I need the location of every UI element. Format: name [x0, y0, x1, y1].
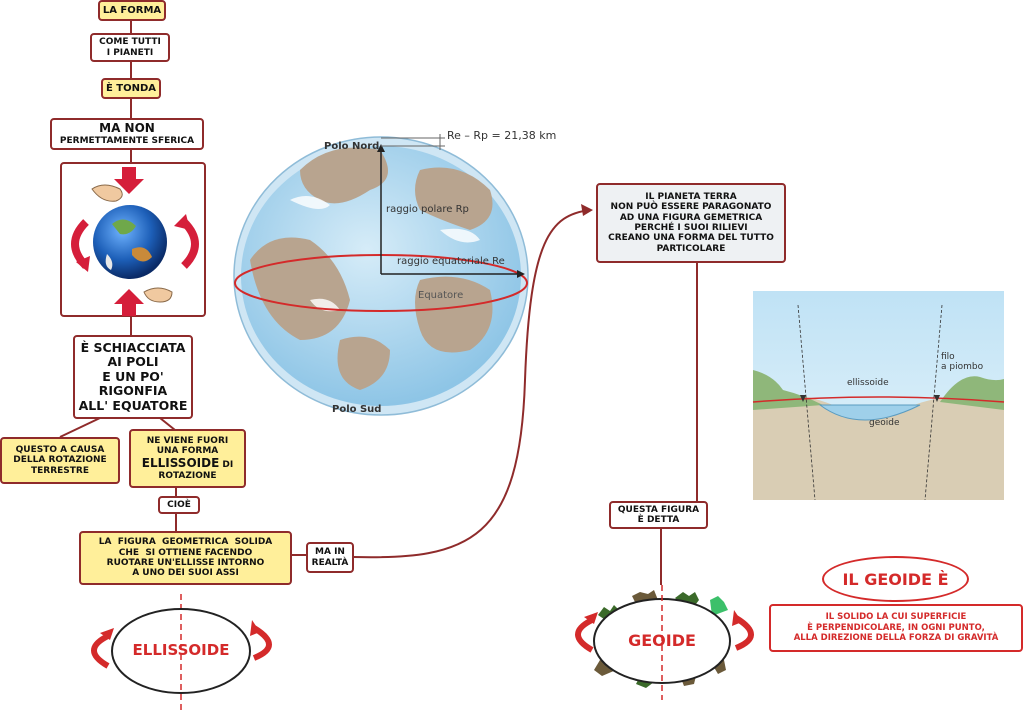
cioe-box: CIOÈ — [158, 496, 200, 514]
come-tutti-text: COME TUTTI I PIANETI — [99, 37, 161, 58]
schiacciata-box: È SCHIACCIATA AI POLI E UN PO' RIGONFIA … — [73, 335, 193, 419]
solido-box: IL SOLIDO LA CUI SUPERFICIE È PERPENDICO… — [769, 604, 1023, 652]
come-tutti-box: COME TUTTI I PIANETI — [90, 33, 170, 62]
globe-land — [300, 147, 388, 204]
polo-nord-label: Polo Nord — [324, 141, 380, 152]
ma-non-box: MA NON PERMETTAMENTE SFERICA — [50, 118, 204, 150]
ne-viene-rotazione: ROTAZIONE — [158, 470, 217, 481]
la-forma-box: LA FORMA — [98, 0, 166, 21]
questa-figura-text: QUESTA FIGURA È DETTA — [617, 504, 700, 525]
ne-viene-di: DI — [219, 459, 234, 470]
la-forma-text: LA FORMA — [102, 4, 162, 16]
ellipsoid-shape — [111, 608, 251, 694]
earth-rotation-illustration — [71, 167, 199, 316]
ne-viene-text: NE VIENE FUORI UNA FORMA — [146, 436, 229, 457]
ne-viene-box: NE VIENE FUORI UNA FORMA ELLISSOIDE DI R… — [129, 429, 246, 488]
causa-box: QUESTO A CAUSA DELLA ROTAZIONE TERRESTRE — [0, 437, 120, 484]
ellissoide-label: ELLISSOIDE — [132, 641, 230, 659]
ne-viene-ellissoide: ELLISSOIDE — [141, 455, 220, 470]
causa-text: QUESTO A CAUSA DELLA ROTAZIONE TERRESTRE — [13, 444, 107, 476]
geoide-label: GEOIDE — [628, 631, 696, 650]
filo-piombo-label: filo a piombo — [941, 352, 984, 372]
e-tonda-text: È TONDA — [105, 82, 157, 94]
globe-diff-label: Re – Rp = 21,38 km — [447, 129, 557, 142]
pianeta-box: IL PIANETA TERRA NON PUÒ ESSERE PARAGONA… — [596, 183, 786, 263]
raggio-equatoriale-label: raggio equatoriale Re — [397, 256, 505, 267]
solido-text: IL SOLIDO LA CUI SUPERFICIE È PERPENDICO… — [793, 612, 999, 644]
ellissoide-small-label: ellissoide — [847, 378, 889, 388]
e-tonda-box: È TONDA — [101, 78, 161, 99]
geoide-small-label: geoide — [869, 418, 900, 428]
cioe-text: CIOÈ — [167, 499, 191, 510]
il-geoide-e-text: IL GEOIDE È — [842, 569, 949, 589]
ma-in-realta-text: MA IN REALTÀ — [311, 547, 349, 568]
ma-non-text: MA NON — [99, 120, 155, 135]
figura-box: LA FIGURA GEOMETRICA SOLIDA CHE SI OTTIE… — [79, 531, 292, 585]
ma-in-realta-box: MA IN REALTÀ — [306, 542, 354, 573]
questa-figura-box: QUESTA FIGURA È DETTA — [609, 501, 708, 529]
ne-viene-ellissoide-line: ELLISSOIDE DI — [141, 455, 234, 471]
figura-text: LA FIGURA GEOMETRICA SOLIDA CHE SI OTTIE… — [98, 537, 273, 579]
polo-sud-label: Polo Sud — [332, 404, 382, 415]
equatore-label: Equatore — [418, 290, 464, 301]
earth-rotation-box — [60, 162, 206, 317]
il-geoide-e-oval: IL GEOIDE È — [822, 556, 969, 602]
raggio-polare-label: raggio polare Rp — [386, 204, 469, 215]
ma-non-subtext: PERMETTAMENTE SFERICA — [59, 135, 195, 146]
pianeta-text: IL PIANETA TERRA NON PUÒ ESSERE PARAGONA… — [608, 191, 774, 254]
schiacciata-text: È SCHIACCIATA AI POLI E UN PO' RIGONFIA … — [78, 340, 188, 413]
